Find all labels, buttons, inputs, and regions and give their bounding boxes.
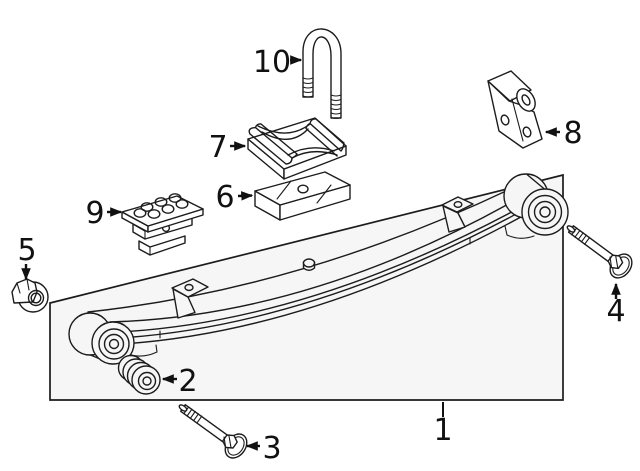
callouts: 1 2 3 4 5 6 7 8 9 10 — [17, 45, 625, 466]
bolt-right-drawing — [566, 225, 633, 279]
spring-cap-drawing — [247, 117, 347, 180]
assembly-box — [49, 173, 564, 401]
bracket-bend-line — [511, 98, 524, 142]
eye-left-ring-mid — [103, 333, 125, 355]
center-bolt-top — [302, 258, 316, 268]
nut-hole-inner — [30, 292, 42, 304]
u-bolt-drawing — [302, 28, 342, 120]
u-bolt-threads — [302, 77, 342, 120]
bushing-drawing — [117, 354, 161, 395]
spacer-hole — [140, 202, 154, 212]
callout-2-label: 2 — [178, 364, 197, 399]
clip-left-plate — [171, 278, 209, 298]
callout-6-label: 6 — [215, 180, 234, 215]
bolt4-hex-facets — [609, 255, 619, 269]
spring-eye-right — [503, 173, 569, 236]
spacer-hole — [147, 209, 161, 219]
clip-right-hole — [453, 200, 463, 208]
bolt4-hex-head — [607, 254, 624, 270]
cap-saddle-curves — [257, 123, 338, 159]
spacer-hole — [133, 208, 147, 218]
callout-8-label: 8 — [563, 116, 582, 151]
cap-top-face — [247, 117, 347, 170]
eye-right-ring-inner — [539, 206, 551, 218]
callout-6-arrow — [237, 191, 254, 201]
spacer-holes — [133, 193, 189, 219]
callout-3-label: 3 — [262, 431, 281, 466]
nut-hole-outer — [27, 289, 45, 307]
flange-nut-drawing — [11, 278, 49, 313]
clip-right-plate — [441, 196, 474, 213]
spacer-hole — [161, 204, 175, 214]
clip-left-hole — [184, 283, 194, 292]
spring-clip-right — [441, 196, 474, 233]
stepped-spacer-drawing — [121, 193, 204, 256]
bracket-roll-end — [516, 88, 536, 112]
bolt3-hex-facets — [223, 435, 232, 449]
eye-right-ring-outer — [527, 194, 563, 230]
spacer-hole — [154, 197, 168, 207]
callout-7-label: 7 — [208, 130, 227, 165]
callout-1-label: 1 — [433, 413, 452, 448]
bushing-bore — [142, 376, 152, 386]
spacer-block-drawing — [254, 171, 351, 221]
nut-hex-facets — [16, 278, 30, 294]
callout-4-label: 4 — [606, 294, 625, 329]
bolt3-threads — [183, 406, 203, 424]
block-panel-lines — [276, 180, 332, 204]
assembly-box-outline — [49, 173, 564, 401]
leaf-step-ticks — [159, 237, 471, 339]
eye-left-ring-inner — [108, 338, 120, 350]
bolt4-threads — [571, 227, 591, 245]
callout-5-label: 5 — [17, 233, 36, 268]
bushing-ring — [137, 371, 157, 391]
eye-left-ring-outer — [98, 328, 130, 360]
spring-clip-left — [171, 278, 209, 319]
spacer-hole — [175, 199, 189, 209]
spacer-hole — [168, 193, 182, 203]
bolt-lower-drawing — [178, 404, 248, 459]
bracket-plate — [487, 80, 543, 149]
shackle-bracket-drawing — [487, 70, 543, 149]
bracket-roll-hole — [521, 94, 531, 106]
bracket-hole-lower — [522, 126, 532, 138]
bracket-hole-upper — [500, 114, 510, 126]
center-bolt-head — [302, 258, 316, 271]
callout-10-label: 10 — [253, 45, 291, 80]
leaf-spring-drawing — [68, 173, 569, 365]
spring-eye-left — [68, 312, 135, 365]
leaf-wrap-right — [504, 225, 535, 239]
cap-back-rail — [305, 118, 345, 157]
callout-9-label: 9 — [85, 196, 104, 231]
eye-right-ring-mid — [533, 200, 557, 224]
block-hole — [297, 184, 309, 194]
